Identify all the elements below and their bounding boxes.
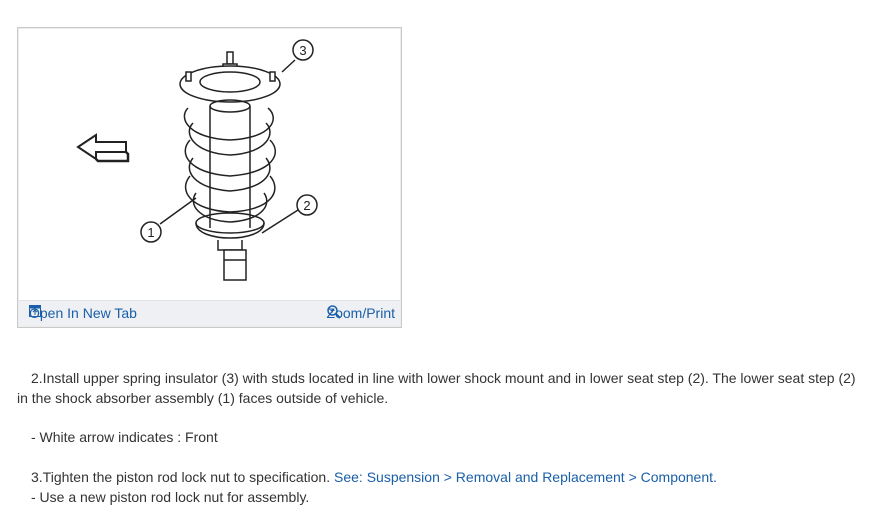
callout-1-label: 1 — [147, 225, 154, 240]
note-front: - White arrow indicates : Front — [31, 429, 218, 445]
figure-box: 3 2 1 Open In New Tab Zoom/Print — [17, 27, 402, 328]
callout-3 — [292, 39, 314, 61]
open-in-new-tab-label: Open In New Tab — [29, 305, 137, 321]
magnifier-icon — [326, 305, 341, 319]
suspension-link[interactable]: See: Suspension > Removal and Replacemen… — [334, 469, 717, 485]
figure-toolbar: Open In New Tab Zoom/Print — [19, 300, 400, 326]
note-new-nut: - Use a new piston rod lock nut for asse… — [31, 489, 310, 505]
callout-2-label: 2 — [303, 198, 310, 213]
callout-3-label: 3 — [299, 43, 306, 58]
strut-illustration: 3 2 1 — [76, 39, 318, 281]
step-2-text: 2.Install upper spring insulator (3) wit… — [31, 370, 856, 386]
open-in-new-tab-link[interactable]: Open In New Tab — [29, 305, 137, 321]
step-3-text: 3.Tighten the piston rod lock nut to spe… — [31, 469, 717, 485]
zoom-print-label: Zoom/Print — [326, 305, 395, 321]
callout-2 — [296, 194, 318, 216]
open-tab-icon — [29, 305, 41, 317]
step-2-text-cont: in the shock absorber assembly (1) faces… — [17, 390, 389, 406]
callout-1 — [140, 221, 162, 243]
zoom-print-link[interactable]: Zoom/Print — [327, 305, 395, 321]
